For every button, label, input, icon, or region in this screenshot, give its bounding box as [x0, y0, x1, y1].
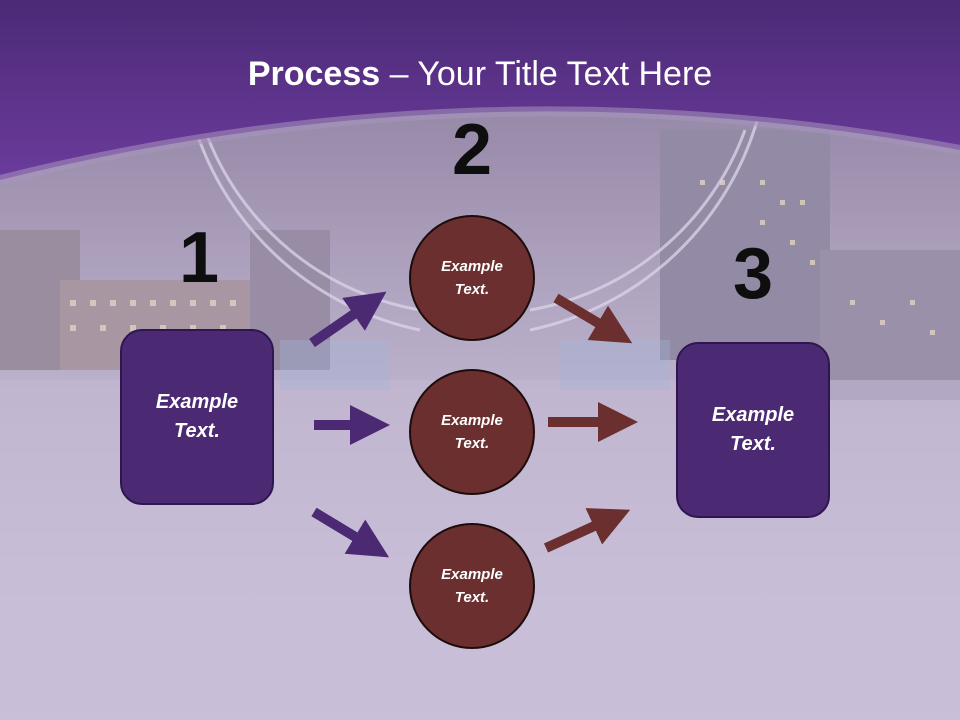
arrow-bottom-to-right: [543, 508, 631, 553]
process-circle-bottom: Example Text.: [409, 523, 535, 649]
arrow-left-to-top: [309, 291, 387, 348]
arrow-top-to-right: [553, 293, 633, 344]
title-bold: Process: [247, 55, 381, 93]
step-box-right: Example Text.: [676, 342, 830, 518]
step-box-left-text: Example Text.: [155, 391, 239, 442]
title-rest: – Your Title Text Here: [380, 55, 713, 93]
step-box-left: Example Text.: [120, 329, 274, 505]
step-number-1: 1: [178, 218, 220, 298]
process-circle-top-text: Example Text.: [441, 258, 503, 298]
step-number-3: 3: [732, 234, 774, 314]
arrow-left-to-bottom: [311, 507, 390, 558]
process-circle-top: Example Text.: [409, 215, 535, 341]
step-number-2: 2: [451, 110, 493, 190]
step-box-right-text: Example Text.: [711, 404, 795, 455]
slide-title: Process – Your Title Text Here: [0, 52, 960, 96]
process-circle-middle-text: Example Text.: [441, 412, 503, 452]
process-circle-middle: Example Text.: [409, 369, 535, 495]
process-circle-bottom-text: Example Text.: [441, 566, 503, 606]
header-band: [0, 0, 960, 185]
